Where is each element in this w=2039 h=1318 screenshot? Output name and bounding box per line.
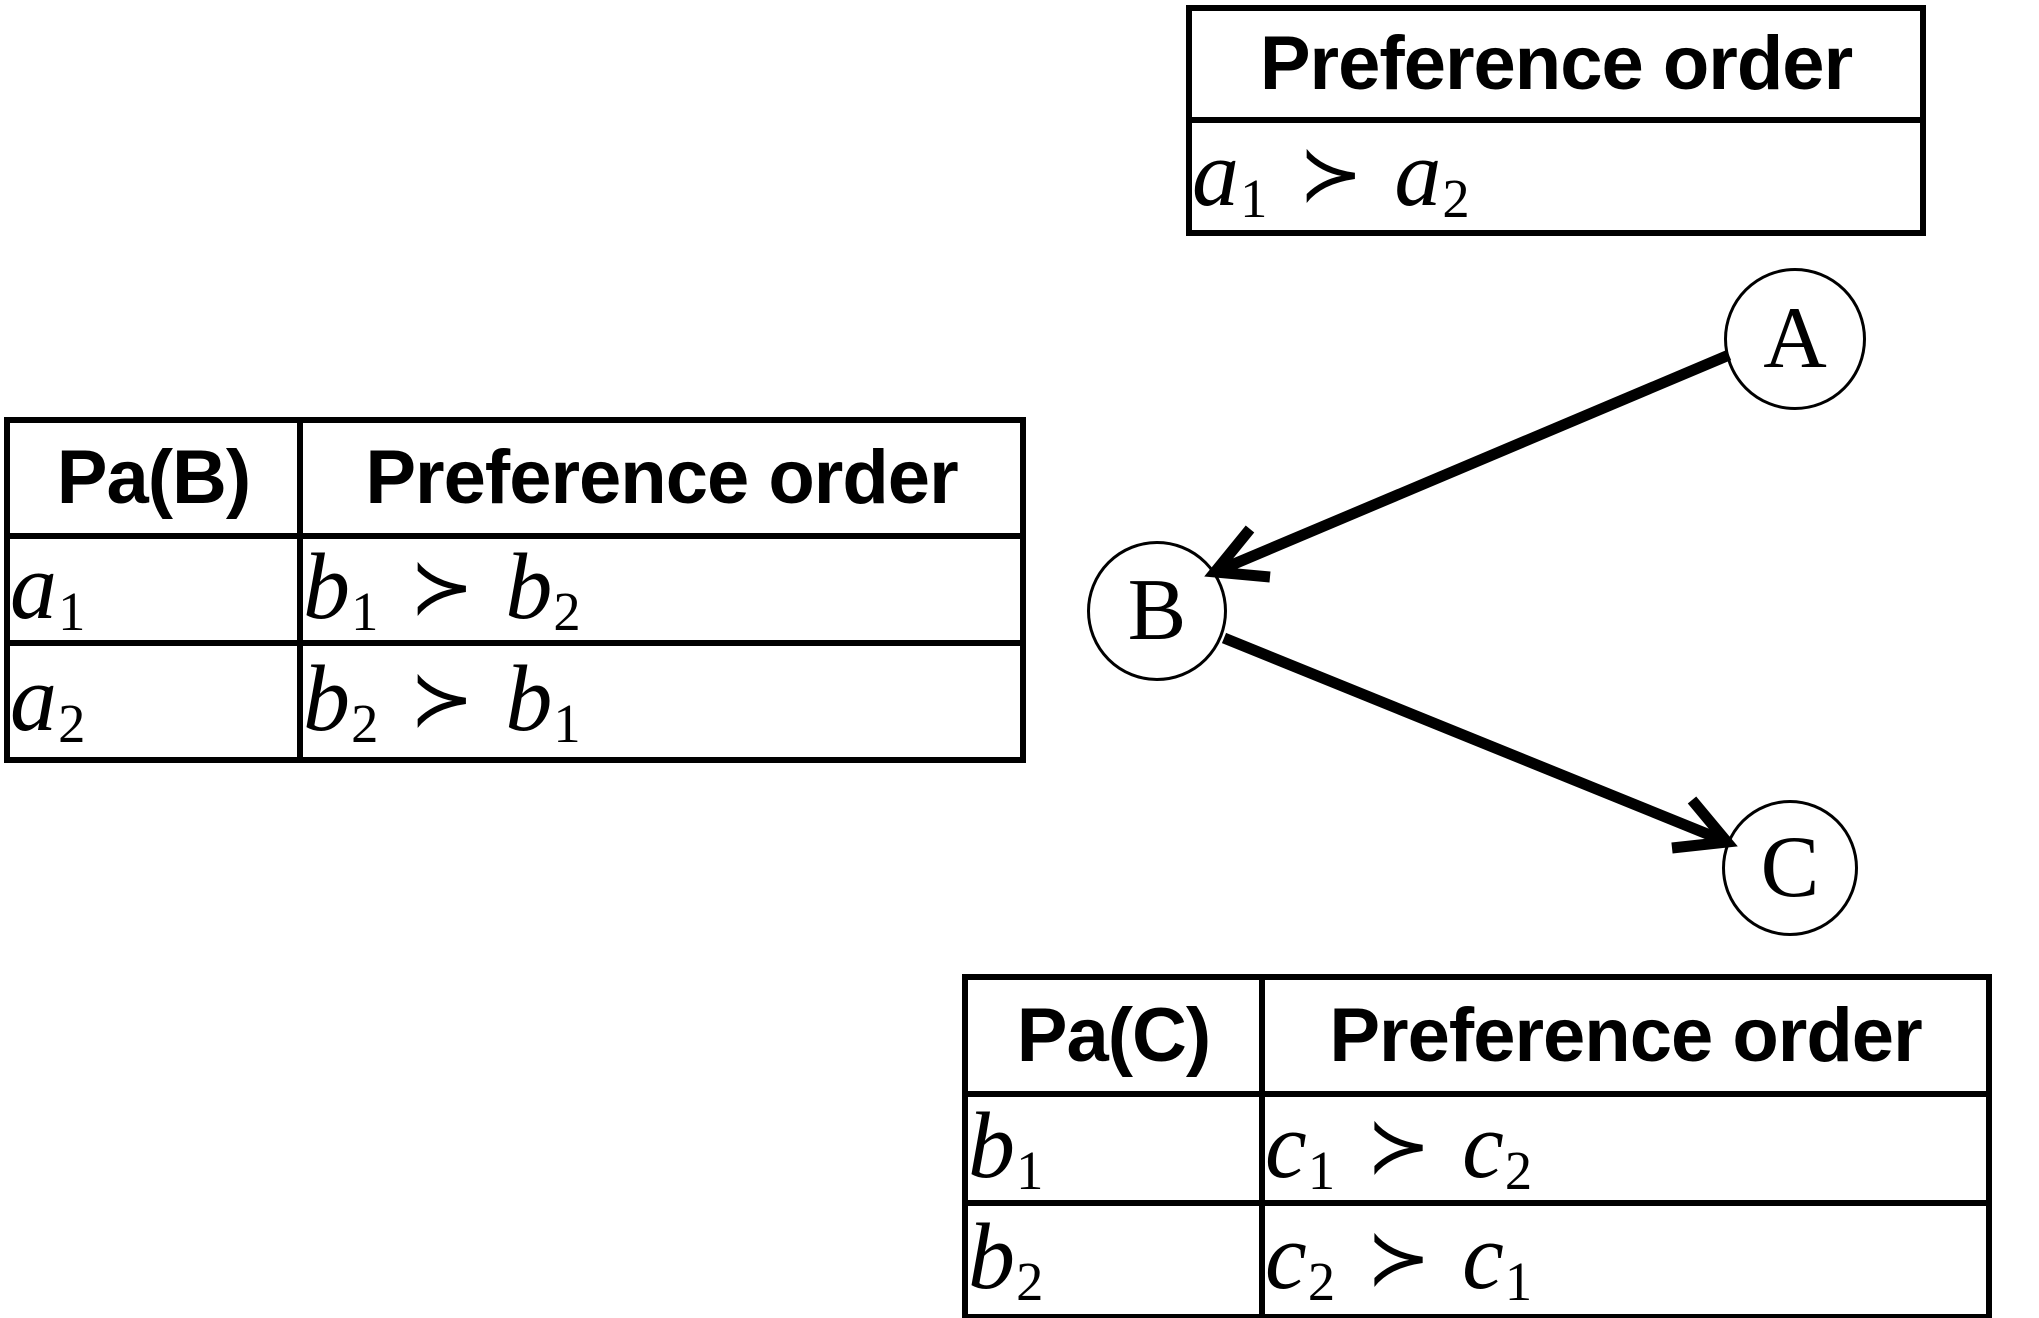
edge-A-to-B-line — [1212, 349, 1732, 578]
edge-B-to-C-line — [1221, 632, 1730, 848]
table-c-header-parent: Pa(C) — [962, 974, 1265, 1097]
table-row: b2 c2 ≻ c1 — [962, 1200, 1992, 1318]
table-b-header-preference-order: Preference order — [297, 417, 1026, 539]
arrowhead-at-C-icon — [1671, 796, 1738, 854]
preference-table-node-a: Preference order a1 ≻ a2 — [1186, 5, 1926, 236]
table-row: a1 ≻ a2 — [1186, 117, 1926, 236]
table-c-cell-parent-value: b2 — [962, 1200, 1265, 1318]
edge-A-to-B — [1204, 349, 1732, 583]
edge-B-to-C — [1221, 632, 1738, 854]
node-A: A — [1724, 268, 1866, 410]
node-B: B — [1087, 541, 1227, 681]
table-b-cell-preference: b1 ≻ b2 — [297, 533, 1026, 646]
table-c-cell-parent-value: b1 — [962, 1091, 1265, 1206]
table-c-cell-preference: c1 ≻ c2 — [1259, 1091, 1992, 1206]
arrowhead-at-B-icon — [1204, 525, 1271, 583]
table-b-header-parent: Pa(B) — [4, 417, 303, 539]
node-B-label: B — [1127, 562, 1187, 659]
table-b-cell-parent-value: a1 — [4, 533, 303, 646]
table-b-cell-preference: b2 ≻ b1 — [297, 640, 1026, 763]
table-row: b1 c1 ≻ c2 — [962, 1091, 1992, 1206]
node-C: C — [1722, 800, 1858, 936]
table-c-cell-preference: c2 ≻ c1 — [1259, 1200, 1992, 1318]
preference-table-node-b: Pa(B) Preference order a1 b1 ≻ b2 a2 b2 … — [4, 417, 1026, 763]
node-A-label: A — [1763, 290, 1827, 387]
node-C-label: C — [1760, 819, 1820, 916]
table-c-header-preference-order: Preference order — [1259, 974, 1992, 1097]
table-a-header-preference-order: Preference order — [1186, 5, 1926, 123]
table-a-cell-preference: a1 ≻ a2 — [1186, 117, 1926, 236]
preference-table-node-c: Pa(C) Preference order b1 c1 ≻ c2 b2 c2 … — [962, 974, 1992, 1318]
table-row: a1 b1 ≻ b2 — [4, 533, 1026, 646]
table-b-cell-parent-value: a2 — [4, 640, 303, 763]
table-row: a2 b2 ≻ b1 — [4, 640, 1026, 763]
